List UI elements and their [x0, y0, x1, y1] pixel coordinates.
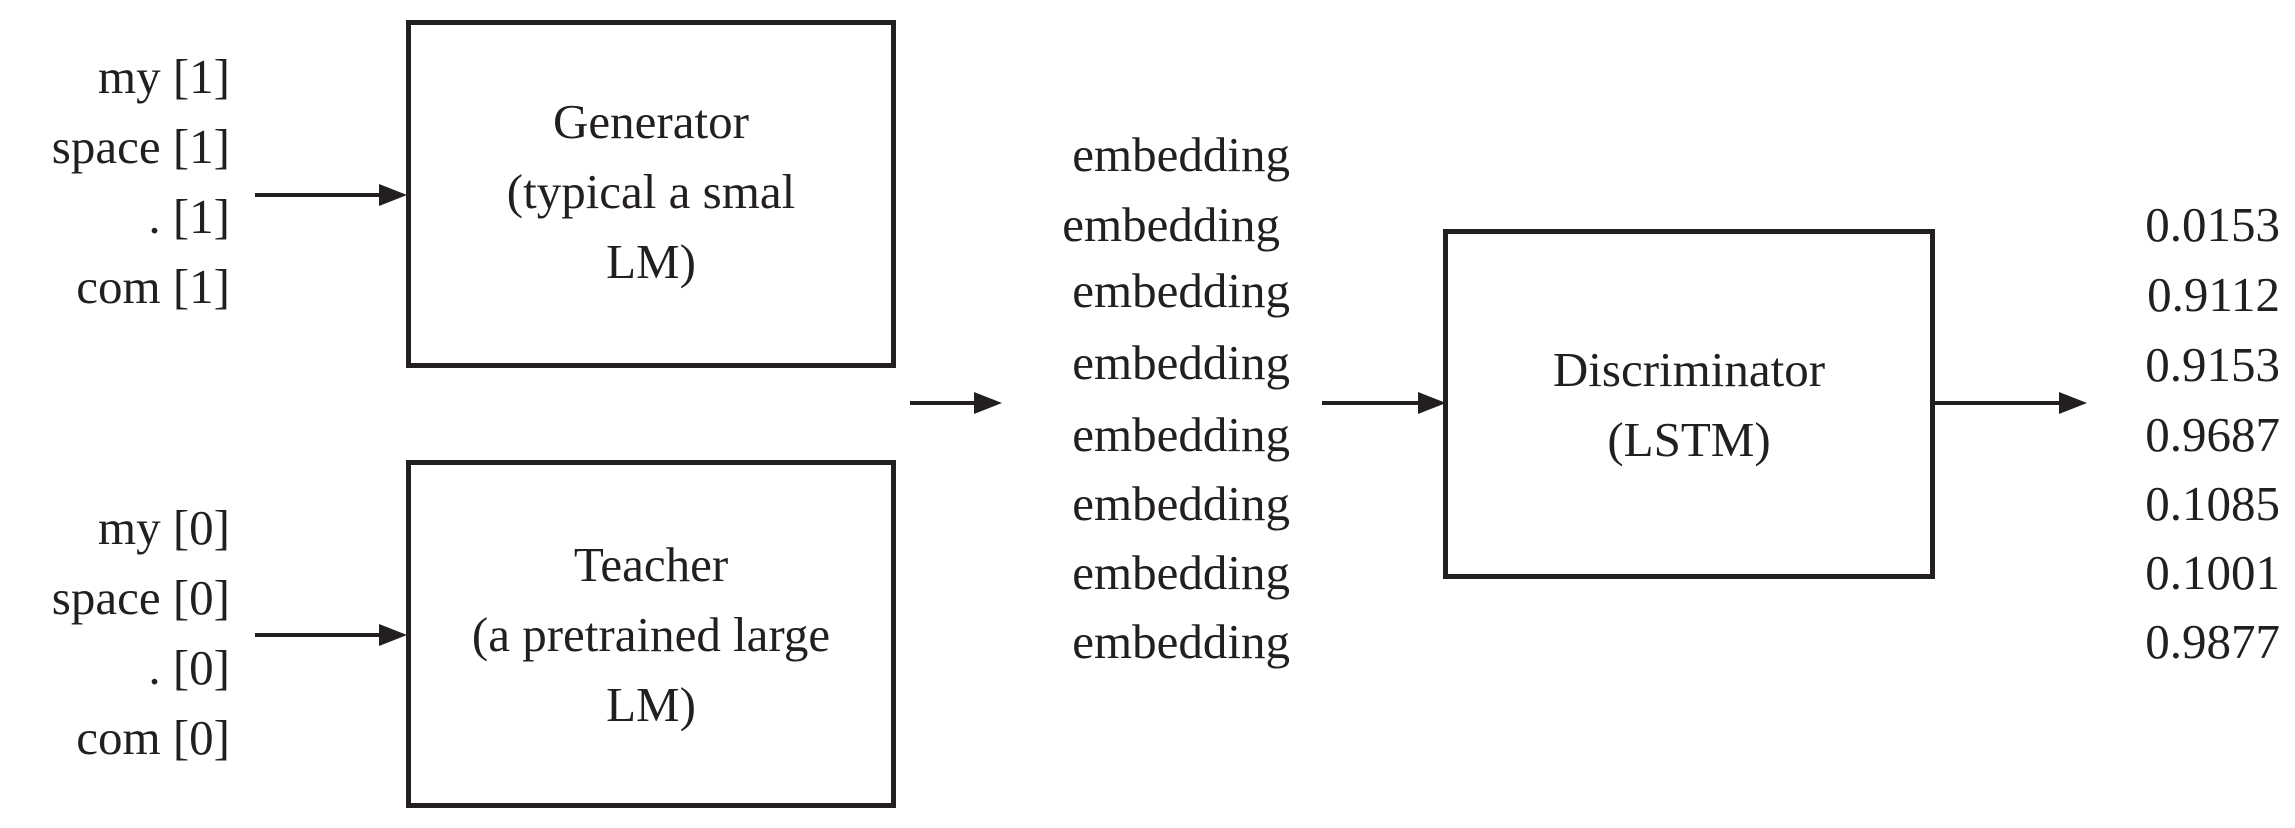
embedding-item: embedding	[1072, 127, 1290, 182]
discriminator-subtitle: (LSTM)	[1607, 412, 1771, 467]
discriminator-box: Discriminator (LSTM)	[1443, 229, 1935, 579]
teacher-input-token: . [0]	[148, 640, 230, 695]
embedding-item: embedding	[1072, 263, 1290, 318]
embedding-item: embedding	[1072, 335, 1290, 390]
output-score: 0.0153	[2145, 197, 2280, 252]
embedding-input-arrow	[910, 392, 1002, 414]
teacher-box: Teacher (a pretrained large LM)	[406, 460, 896, 808]
generator-input-arrow	[255, 184, 407, 206]
output-score: 0.9687	[2145, 407, 2280, 462]
generator-box: Generator (typical a smal LM)	[406, 20, 896, 368]
teacher-input-token: com [0]	[76, 710, 230, 765]
embedding-item: embedding	[1072, 407, 1290, 462]
discriminator-title: Discriminator	[1552, 342, 1826, 397]
embedding-item: embedding	[1072, 614, 1290, 669]
output-score: 0.1001	[2145, 545, 2280, 600]
generator-input-token: com [1]	[76, 259, 230, 314]
embedding-item: embedding	[1072, 545, 1290, 600]
embedding-item: embedding	[1072, 476, 1290, 531]
generator-input-token: . [1]	[148, 189, 230, 244]
generator-input-token: my [1]	[98, 49, 230, 104]
discriminator-output-arrow	[1935, 392, 2087, 414]
teacher-input-token: space [0]	[51, 570, 230, 625]
discriminator-input-arrow	[1322, 392, 1446, 414]
generator-title: Generator	[553, 94, 749, 149]
generator-input-token: space [1]	[51, 119, 230, 174]
teacher-subtitle: (a pretrained large	[471, 607, 831, 662]
embedding-item: embedding	[1062, 197, 1280, 252]
teacher-title: Teacher	[573, 537, 729, 592]
output-score: 0.9153	[2145, 337, 2280, 392]
generator-subtitle-cont: LM)	[606, 234, 696, 289]
teacher-subtitle-cont: LM)	[606, 677, 696, 732]
teacher-input-token: my [0]	[98, 500, 230, 555]
output-score: 0.9112	[2147, 267, 2280, 322]
generator-subtitle: (typical a smal	[506, 164, 796, 219]
output-score: 0.1085	[2145, 476, 2280, 531]
teacher-input-arrow	[255, 624, 407, 646]
output-score: 0.9877	[2145, 614, 2280, 669]
